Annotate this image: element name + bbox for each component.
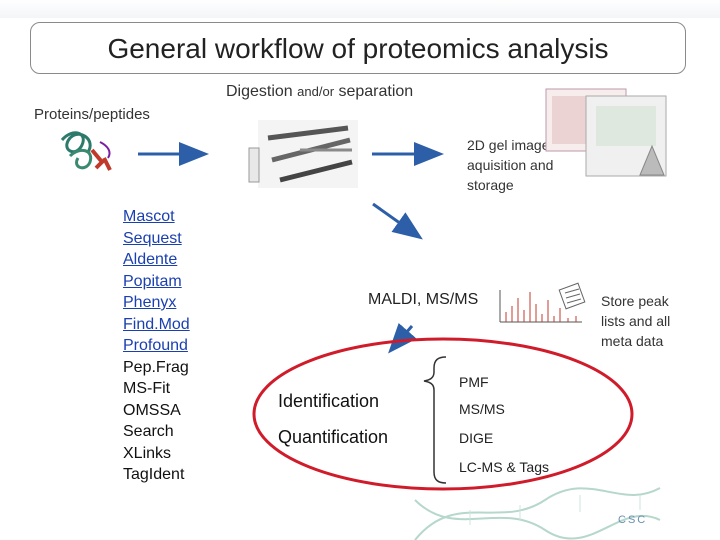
- title-frame: [30, 22, 686, 74]
- tool-item: XLinks: [123, 444, 172, 462]
- digestion-main: Digestion: [226, 83, 298, 100]
- gel-caption-line: storage: [467, 177, 514, 193]
- tool-item: MS-Fit: [123, 380, 171, 397]
- tool-item: Search: [123, 423, 174, 440]
- store-peak-label: Store peak lists and all meta data: [601, 291, 711, 351]
- methods-brace: [423, 356, 447, 484]
- store-line: meta data: [601, 333, 664, 349]
- maldi-msms-label: MALDI, MS/MS: [368, 291, 479, 308]
- tool-item: OMSSA: [123, 401, 181, 419]
- quantification-label: Quantification: [278, 427, 389, 447]
- store-line: Store peak: [601, 293, 669, 309]
- digestion-andor: and/or: [297, 84, 335, 99]
- tool-link[interactable]: Phenyx: [123, 294, 177, 311]
- tool-item: TagIdent: [123, 466, 185, 483]
- dna-helix-decoration: [414, 487, 661, 540]
- protein-structure-icon: [60, 131, 112, 171]
- gel-tubes-image: [248, 120, 358, 188]
- store-line: lists and all: [601, 313, 671, 329]
- method-lcms-tags: LC-MS & Tags: [459, 459, 549, 475]
- arrow-to-maldi: [372, 202, 423, 240]
- tool-link[interactable]: Mascot: [123, 208, 175, 225]
- analysis-ellipse: [252, 337, 634, 491]
- arrow-maldi-to-ellipse: [388, 323, 417, 354]
- tool-link[interactable]: Sequest: [123, 229, 182, 247]
- tool-item: Pep.Frag: [123, 358, 189, 376]
- digestion-tail: separation: [334, 83, 414, 100]
- gel-caption-line: 2D gel image: [467, 137, 550, 153]
- slide-title: General workflow of proteomics analysis: [107, 33, 609, 64]
- footer-logo: CSC: [618, 514, 648, 526]
- gel-image-screenshot: [545, 88, 667, 177]
- tool-link[interactable]: Profound: [123, 337, 188, 354]
- peak-list-icon: [558, 282, 586, 310]
- digestion-label: Digestion and/or separation: [226, 83, 413, 101]
- tool-link[interactable]: Popitam: [123, 272, 182, 290]
- method-pmf: PMF: [459, 374, 489, 390]
- search-tools-list: Mascot Sequest Aldente Popitam Phenyx Fi…: [123, 206, 190, 486]
- gel-caption: 2D gel image aquisition and storage: [467, 135, 587, 195]
- method-dige: DIGE: [459, 430, 494, 446]
- tool-link[interactable]: Aldente: [123, 251, 178, 268]
- tool-link[interactable]: Find.Mod: [123, 315, 190, 333]
- identification-label: Identification: [278, 391, 380, 411]
- mass-spectrum-plot: [499, 290, 582, 323]
- gel-caption-line: aquisition and: [467, 157, 554, 173]
- top-banner: [0, 0, 720, 18]
- method-msms: MS/MS: [459, 401, 505, 417]
- proteins-peptides-label: Proteins/peptides: [34, 106, 150, 123]
